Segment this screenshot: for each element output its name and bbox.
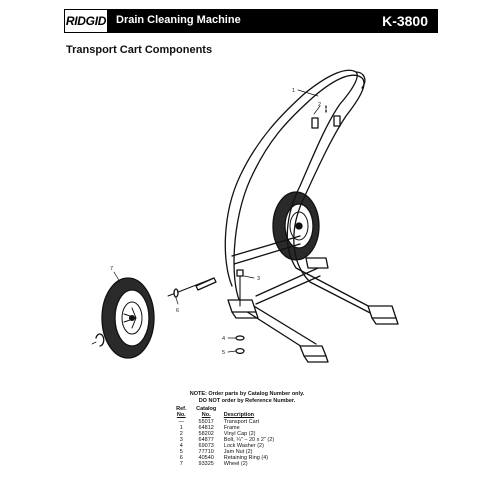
description-cell: Transport Cart (223, 419, 260, 425)
description-cell: Bolt, ¼" – 20 x 2" (2) (223, 437, 275, 443)
table-row: — 55017 Transport Cart (174, 419, 294, 425)
frame-bottom-leg (237, 305, 311, 353)
header-description: Description (223, 412, 255, 418)
table-row: 6 40540 Retaining Ring (4) (174, 455, 294, 461)
vinyl-caps (311, 105, 341, 129)
callout-4: 4 (222, 336, 225, 342)
ref-cell: 4 (179, 443, 183, 449)
catalog-cell: 55017 (198, 419, 214, 425)
rear-wheel (272, 191, 320, 261)
catalog-cell: 77710 (198, 449, 214, 455)
catalog-cell: 69073 (198, 443, 214, 449)
ordering-note: NOTE: Order parts by Catalog Number only… (172, 391, 322, 404)
ref-cell: 7 (179, 461, 183, 467)
brand-name: RIDGID (65, 14, 107, 28)
description-cell: Jam Nut (2) (223, 449, 253, 455)
left-foot-pad (227, 299, 259, 319)
catalog-cell: 93325 (198, 461, 214, 467)
table-row: 4 69073 Lock Washer (2) (174, 443, 294, 449)
callout-7: 7 (110, 266, 113, 272)
description-cell: Vinyl Cap (2) (223, 431, 256, 437)
table-row: 1 64812 Frame (174, 425, 294, 431)
callout-6: 6 (176, 308, 179, 314)
description-cell: Frame (223, 425, 240, 431)
description-cell: Retaining Ring (4) (223, 455, 269, 461)
description-cell: Lock Washer (2) (223, 443, 264, 449)
ref-cell: — (178, 419, 185, 425)
callout-5: 5 (222, 350, 225, 356)
axle-pin (167, 277, 217, 298)
front-wheel (101, 277, 155, 359)
retaining-ring-front (95, 333, 105, 347)
ref-cell: 3 (179, 437, 183, 443)
page-header: RIDGID Drain Cleaning Machine K-3800 (64, 9, 438, 33)
catalog-cell: 64812 (198, 425, 214, 431)
note-line-1: NOTE: Order parts by Catalog Number only… (189, 391, 305, 397)
catalog-cell: 58202 (198, 431, 214, 437)
bolt (236, 269, 244, 307)
note-line-2: DO NOT order by Reference Number. (198, 397, 296, 404)
callout-1: 1 (292, 88, 295, 94)
frame-outer-tube (233, 74, 381, 319)
jam-nut (235, 347, 245, 355)
header-title: Drain Cleaning Machine (116, 14, 241, 26)
front-foot-pad (299, 345, 329, 363)
callout-3: 3 (257, 276, 260, 282)
table-row: 7 93325 Wheel (2) (174, 461, 294, 467)
lock-washer (235, 335, 245, 341)
frame-inner-tube (224, 69, 373, 309)
header-ref: Ref.No. (176, 406, 187, 418)
section-title: Transport Cart Components (66, 44, 213, 56)
table-row: 3 64877 Bolt, ¼" – 20 x 2" (2) (174, 437, 294, 443)
axle-brace (231, 235, 301, 257)
rear-foot-pad (305, 257, 329, 269)
ridgid-logo: RIDGID (64, 9, 108, 33)
ref-cell: 2 (179, 431, 183, 437)
right-foot-pad (367, 305, 399, 325)
ref-cell: 1 (179, 425, 183, 431)
description-cell: Wheel (2) (223, 461, 248, 467)
table-row: 5 77710 Jam Nut (2) (174, 449, 294, 455)
callout-2: 2 (318, 102, 321, 108)
catalog-cell: 40540 (198, 455, 214, 461)
ref-cell: 5 (179, 449, 183, 455)
model-number: K-3800 (382, 13, 428, 29)
catalog-cell: 64877 (198, 437, 214, 443)
ref-cell: 6 (179, 455, 183, 461)
table-row: 2 58202 Vinyl Cap (2) (174, 431, 294, 437)
